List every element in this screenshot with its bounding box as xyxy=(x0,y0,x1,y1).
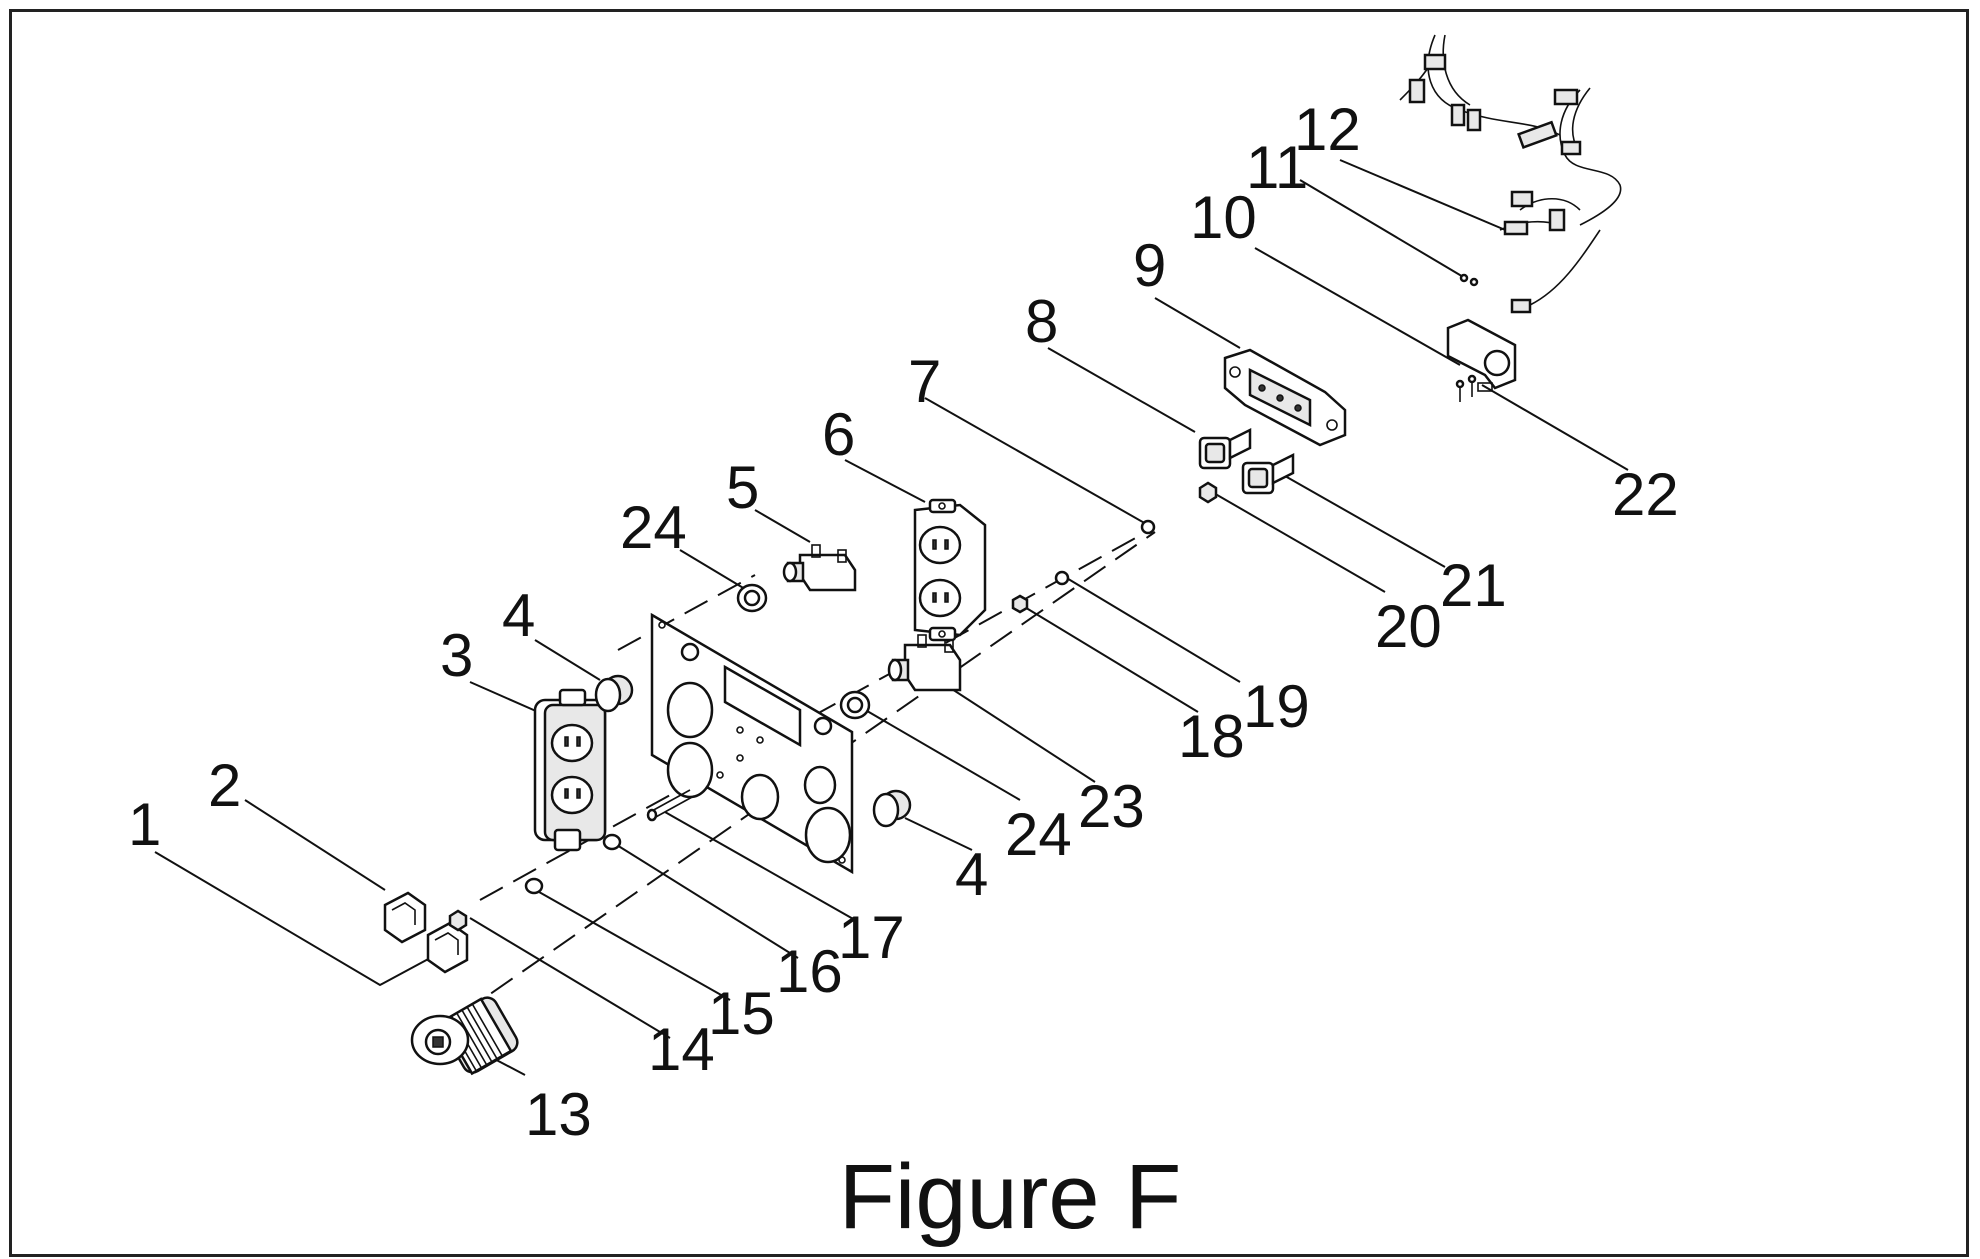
small-washers xyxy=(1011,519,1156,614)
leader-4b xyxy=(904,817,973,851)
callout-6: 6 xyxy=(822,401,855,468)
o-ring-parts xyxy=(736,583,871,720)
callout-18: 18 xyxy=(1178,703,1245,770)
leader-6 xyxy=(844,459,926,503)
leader-24b xyxy=(861,707,1021,801)
callout-labels: 1 2 3 4 4 5 6 7 8 9 10 11 12 13 14 15 16… xyxy=(128,96,1679,1148)
leader-20 xyxy=(1211,491,1386,593)
clip-parts xyxy=(383,891,469,974)
callout-4-upper: 4 xyxy=(502,582,535,649)
breaker-button-upper xyxy=(594,674,634,713)
callout-5: 5 xyxy=(726,454,759,521)
binding-post-8 xyxy=(1198,427,1252,470)
leader-7 xyxy=(924,397,1149,526)
circuit-breaker-small xyxy=(782,544,857,592)
leader-11 xyxy=(1299,179,1466,279)
leader-lines xyxy=(154,159,1629,1076)
diagram-frame xyxy=(9,9,1969,1257)
locking-receptacle-part xyxy=(1223,348,1347,447)
callout-13: 13 xyxy=(525,1081,592,1148)
wiring-harness-part xyxy=(1399,34,1622,314)
binding-post-21 xyxy=(1241,452,1295,495)
axis-upper xyxy=(617,574,756,651)
leader-3 xyxy=(469,681,546,716)
callout-14: 14 xyxy=(648,1016,715,1083)
leader-9 xyxy=(1154,297,1241,349)
leader-21 xyxy=(1277,471,1446,568)
callout-12: 12 xyxy=(1294,96,1361,163)
fastener-parts xyxy=(448,833,622,932)
leader-12 xyxy=(1339,159,1511,233)
leader-2 xyxy=(244,799,386,891)
callout-10: 10 xyxy=(1190,184,1257,251)
screw-parts xyxy=(1455,273,1479,402)
callout-24-lower: 24 xyxy=(1005,801,1072,868)
leader-1 xyxy=(154,851,446,987)
leader-22 xyxy=(1481,384,1629,471)
circuit-breaker-large xyxy=(887,634,962,692)
pin-part xyxy=(646,789,695,822)
nut-part-20 xyxy=(1198,481,1218,504)
leader-19 xyxy=(1064,576,1241,683)
callout-15: 15 xyxy=(708,980,775,1047)
leader-23 xyxy=(934,677,1096,783)
callout-20: 20 xyxy=(1375,593,1442,660)
leader-24a xyxy=(679,549,751,593)
leader-16 xyxy=(611,841,799,959)
callout-17: 17 xyxy=(838,904,905,971)
callout-9: 9 xyxy=(1133,232,1166,299)
callout-8: 8 xyxy=(1025,288,1058,355)
callout-24-upper: 24 xyxy=(620,494,687,561)
leader-4a xyxy=(534,639,601,681)
callout-4-lower: 4 xyxy=(955,841,988,908)
callout-1: 1 xyxy=(128,791,161,858)
callout-11: 11 xyxy=(1246,134,1308,201)
callout-2: 2 xyxy=(208,752,241,819)
leader-10 xyxy=(1254,247,1461,366)
callout-3: 3 xyxy=(440,622,473,689)
control-panel-plate xyxy=(650,612,854,875)
callout-23: 23 xyxy=(1078,773,1145,840)
duplex-receptacle-part xyxy=(533,688,607,852)
callout-21: 21 xyxy=(1440,552,1507,619)
duplex-outlet-part xyxy=(913,498,987,642)
leader-5 xyxy=(754,509,811,543)
leader-15 xyxy=(531,887,731,1001)
leader-18 xyxy=(1017,602,1199,713)
leader-14 xyxy=(469,917,671,1039)
callout-16: 16 xyxy=(776,938,843,1005)
leader-8 xyxy=(1047,347,1196,433)
callout-19: 19 xyxy=(1243,673,1310,740)
breaker-button-lower xyxy=(872,789,912,828)
lighter-socket-part xyxy=(410,996,519,1076)
callout-22: 22 xyxy=(1612,461,1679,528)
callout-7: 7 xyxy=(908,348,941,415)
figure-caption: Figure F xyxy=(839,1146,1182,1248)
bracket-part xyxy=(1446,318,1517,392)
leader-17 xyxy=(664,811,856,921)
